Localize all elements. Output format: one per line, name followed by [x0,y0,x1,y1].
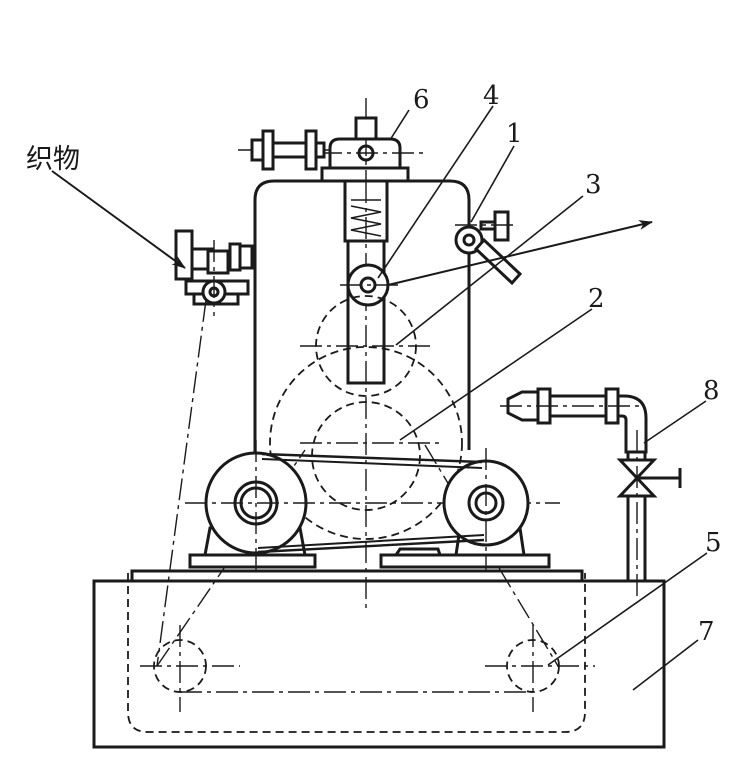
label-3: 3 [585,170,602,200]
drive-pulley-left [185,440,560,575]
entry-guide [174,229,254,316]
drive-belt [257,452,485,554]
label-8: 8 [703,376,720,406]
pressure-head [238,98,425,200]
base-tank [92,569,666,749]
guide-roller-1 [454,210,523,286]
label-1: 1 [506,119,523,149]
fabric-label: 织物 [26,144,80,175]
label-7: 7 [698,617,715,647]
lower-guide-rollers [140,625,595,712]
leader-lines [377,105,708,691]
label-2: 2 [588,284,605,314]
label-4: 4 [483,81,500,111]
label-6: 6 [413,85,430,115]
water-pipe [500,387,682,600]
drive-pulley-right [379,448,551,570]
label-5: 5 [705,528,722,558]
